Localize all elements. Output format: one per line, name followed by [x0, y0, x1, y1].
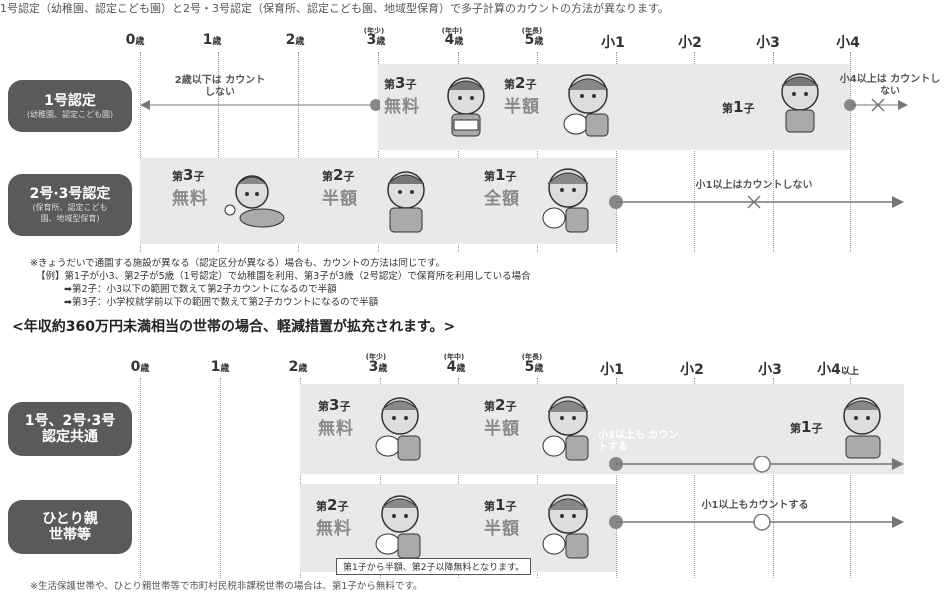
- row4-box-note: 第1子から半額、第2子以降無料となります。: [336, 558, 532, 575]
- row4-right-note: 小1以上もカウントする: [701, 500, 809, 511]
- tick-sho3: 小3: [756, 35, 780, 51]
- row2-right-note: 小1以上はカウントしない: [695, 180, 813, 191]
- baby-illustration-icon: [224, 175, 285, 228]
- tick-age0: 0歳: [130, 359, 150, 375]
- tick-sho4: 小4: [836, 35, 860, 51]
- tick-age1: 1歳: [210, 359, 230, 375]
- grid-line: [458, 52, 459, 252]
- tick-sho2: 小2: [680, 362, 704, 378]
- tick-age0: 0歳: [125, 32, 145, 48]
- child-illustration-icon: [447, 77, 485, 137]
- row3-child3: 第3子 無料: [318, 396, 354, 439]
- child-illustration-icon: [387, 171, 425, 233]
- row1-left-note: 2歳以下は カウントしない: [174, 75, 266, 98]
- grid-line: [220, 378, 221, 578]
- child-illustration-icon: [563, 74, 609, 137]
- row1-left-arrow: [140, 99, 380, 111]
- tick-age5: 5歳: [524, 32, 544, 48]
- row4-child2: 第2子 無料: [316, 496, 352, 539]
- tick-age1: 1歳: [202, 32, 222, 48]
- row2-right-arrow: [609, 195, 904, 209]
- child-illustration-icon: [375, 397, 421, 461]
- grid-line: [616, 52, 617, 252]
- label-nensho: (年少): [363, 27, 385, 35]
- grid-line: [140, 52, 141, 252]
- grid-line: [300, 378, 301, 578]
- footnote-1: ※きょうだいで通園する施設が異なる（認定区分が異なる）場合も、カウントの方法は同…: [30, 258, 445, 269]
- footnote-3: ➡第2子：小3以下の範囲で数えて第2子カウントになるので半額: [64, 284, 337, 295]
- child-illustration-icon: [542, 168, 589, 233]
- row2-category-label: 2号·3号認定 (保育所、認定こども園、地域型保育): [8, 174, 132, 236]
- footnote-4: ➡第3子：小学校就学前以下の範囲で数えて第2子カウントになるので半額: [64, 297, 379, 308]
- row2-child2: 第2子 半額: [322, 166, 358, 209]
- tick-age5: 5歳: [524, 359, 544, 375]
- grid-line: [850, 52, 851, 252]
- grid-line: [773, 52, 774, 252]
- intro-text: 1号認定（幼稚園、認定こども園）と2号・3号認定（保育所、認定こども園、地域型保…: [0, 2, 669, 15]
- label-nencho: (年長): [521, 353, 543, 361]
- grid-line: [773, 378, 774, 578]
- grid-line: [616, 378, 617, 578]
- grid-line: [537, 52, 538, 252]
- row4-child1: 第1子 半額: [484, 496, 520, 539]
- row1-right-arrow: [844, 98, 908, 112]
- grid-line: [537, 378, 538, 578]
- row3-right-note: 小1以上も カウントする: [598, 430, 679, 453]
- row1-child3: 第3子 無料: [384, 74, 420, 117]
- grid-line: [378, 52, 379, 252]
- row1-category-label: 1号認定 (幼稚園、認定こども園): [8, 80, 132, 132]
- tick-age2: 2歳: [285, 32, 305, 48]
- grid-line: [380, 378, 381, 578]
- tick-sho2: 小2: [678, 35, 702, 51]
- row4-right-arrow: [609, 514, 904, 531]
- grid-line: [218, 52, 219, 252]
- tick-sho3: 小3: [758, 362, 782, 378]
- label-nensho: (年少): [365, 353, 387, 361]
- row4-category-label: ひとり親 世帯等: [8, 500, 132, 554]
- tick-sho1: 小1: [601, 35, 625, 51]
- tick-age3: 3歳: [368, 359, 388, 375]
- grid-line: [140, 378, 141, 578]
- tick-sho1: 小1: [600, 362, 624, 378]
- label-nenchu: (年中): [441, 27, 463, 35]
- child-illustration-icon: [843, 397, 881, 459]
- grid-line: [298, 52, 299, 252]
- tick-age3: 3歳: [366, 32, 386, 48]
- child-illustration-icon: [542, 396, 589, 461]
- row2-child1: 第1子 全額: [484, 166, 520, 209]
- child-illustration-icon: [781, 73, 819, 133]
- tick-age2: 2歳: [288, 359, 308, 375]
- tick-age4: 4歳: [444, 32, 464, 48]
- row3-child1: 第1子: [790, 418, 823, 436]
- footnote-2: 【例】第1子が小3、第2子が5歳（1号認定）で幼稚園を利用、第3子が3歳（2号認…: [36, 271, 531, 282]
- row2-shaded-band: [140, 158, 616, 244]
- child-illustration-icon: [542, 494, 589, 559]
- bottom-note: ※生活保護世帯や、ひとり親世帯等で市町村民税非課税世帯の場合は、第1子から無料で…: [30, 581, 423, 592]
- row3-child2: 第2子 半額: [484, 396, 520, 439]
- grid-line: [694, 52, 695, 252]
- row3-right-arrow: [609, 456, 904, 473]
- row2-child3: 第3子 無料: [172, 166, 208, 209]
- label-nencho: (年長): [521, 27, 543, 35]
- row1-right-note: 小4以上は カウントしない: [839, 74, 941, 97]
- row1-child2: 第2子 半額: [504, 74, 540, 117]
- child-illustration-icon: [375, 495, 421, 559]
- label-nenchu: (年中): [443, 353, 465, 361]
- tick-age4: 4歳: [446, 359, 466, 375]
- grid-line: [694, 378, 695, 578]
- row3-category-label: 1号、2号·3号 認定共通: [8, 402, 132, 456]
- section-heading: <年収約360万円未満相当の世帯の場合、軽減措置が拡充されます。>: [12, 319, 456, 335]
- tick-sho4: 小4以上: [817, 362, 859, 378]
- row1-child1: 第1子: [722, 98, 755, 116]
- grid-line: [458, 378, 459, 578]
- grid-line: [850, 378, 851, 578]
